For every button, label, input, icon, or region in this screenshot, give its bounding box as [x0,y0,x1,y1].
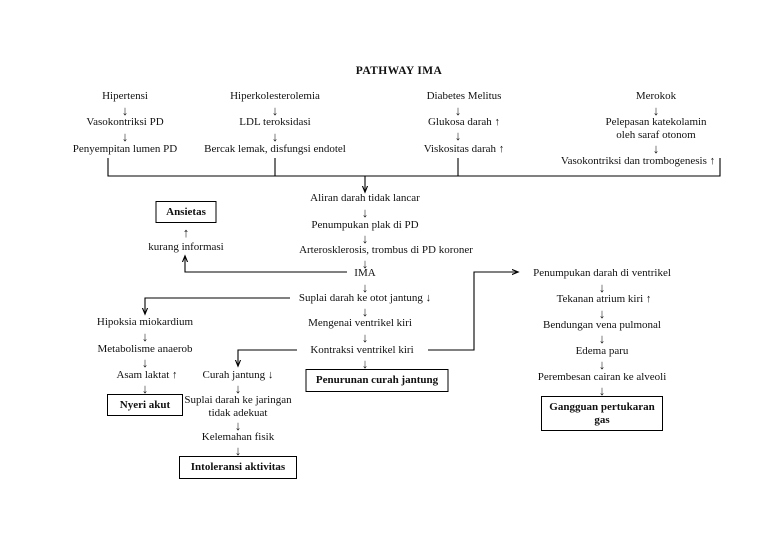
arrow-down-icon: ↓ [598,357,606,372]
node-ima: IMA [354,267,376,279]
node-penyempitan-lumen-pd: Penyempitan lumen PD [72,143,178,155]
arrow-down-icon: ↓ [361,330,369,345]
arrow-down-icon: ↓ [141,355,149,370]
diagnosis-box-penurunan-curah-jantung[interactable]: Penurunan curah jantung [305,369,449,392]
node-hipertensi: Hipertensi [102,90,148,102]
node-bercak-lemak: Bercak lemak, disfungsi endotel [204,143,346,155]
diagnosis-box-intoleransi-aktivitas[interactable]: Intoleransi aktivitas [179,456,297,479]
arrow-down-icon: ↓ [121,103,129,118]
diagnosis-box-gangguan-pertukaran-gas[interactable]: Gangguan pertukaran gas [541,396,663,431]
node-pelepasan-katekolamin-line1: Pelepasan katekolamin [605,116,707,128]
node-bendungan-vena-pulmonal: Bendungan vena pulmonal [543,319,661,331]
node-arterosklerosis: Arterosklerosis, trombus di PD koroner [299,244,473,256]
node-curah-jantung: Curah jantung ↓ [202,369,274,381]
node-hiperkolesterolemia: Hiperkolesterolemia [230,90,320,102]
arrow-down-icon: ↓ [454,128,462,143]
arrow-down-icon: ↓ [454,103,462,118]
node-suplai-darah-otot-jantung: Suplai darah ke otot jantung ↓ [298,292,432,304]
node-kelemahan-fisik: Kelemahan fisik [201,431,275,443]
node-glukosa-darah: Glukosa darah ↑ [427,116,501,128]
arrow-down-icon: ↓ [361,205,369,220]
node-viskositas-darah: Viskositas darah ↑ [423,143,505,155]
arrow-down-icon: ↓ [361,304,369,319]
node-edema-paru: Edema paru [575,345,629,357]
node-vasokontriksi-trombogenesis: Vasokontriksi dan trombogenesis ↑ [560,155,716,167]
node-pelepasan-katekolamin-line2: oleh saraf otonom [616,129,696,141]
arrow-down-icon: ↓ [234,443,242,458]
arrow-down-icon: ↓ [361,256,369,271]
arrow-down-icon: ↓ [271,103,279,118]
arrow-down-icon: ↓ [361,356,369,371]
arrow-down-icon: ↓ [121,129,129,144]
node-kurang-informasi: kurang informasi [148,241,224,253]
arrow-down-icon: ↓ [271,129,279,144]
node-kontraksi-ventrikel-kiri: Kontraksi ventrikel kiri [310,344,414,356]
node-aliran-darah-tidak-lancar: Aliran darah tidak lancar [310,192,420,204]
arrow-down-icon: ↓ [361,280,369,295]
arrow-down-icon: ↓ [652,141,660,156]
node-asam-laktat: Asam laktat ↑ [116,369,178,381]
arrow-down-icon: ↓ [598,280,606,295]
arrow-down-icon: ↓ [598,383,606,398]
node-ldl-teroksidasi: LDL teroksidasi [239,116,311,128]
arrow-down-icon: ↓ [598,306,606,321]
diagnosis-box-ansietas[interactable]: Ansietas [155,201,217,223]
node-vasokontriksi-pd: Vasokontriksi PD [86,116,164,128]
arrow-down-icon: ↓ [361,231,369,246]
node-suplai-jaringan-line1: Suplai darah ke jaringan [184,394,292,406]
arrow-down-icon: ↓ [598,331,606,346]
node-metabolisme-anaerob: Metabolisme anaerob [97,343,193,355]
arrow-down-icon: ↓ [234,381,242,396]
node-hipoksia-miokardium: Hipoksia miokardium [96,316,194,328]
page-title: PATHWAY IMA [355,65,443,77]
node-tekanan-atrium-kiri: Tekanan atrium kiri ↑ [556,293,652,305]
gangguan-line2: gas [594,413,610,426]
arrow-down-icon: ↓ [652,103,660,118]
node-suplai-jaringan-line2: tidak adekuat [208,407,268,419]
node-mengenai-ventrikel-kiri: Mengenai ventrikel kiri [308,317,412,329]
arrow-down-icon: ↓ [234,418,242,433]
diagnosis-box-nyeri-akut[interactable]: Nyeri akut [107,394,183,416]
arrow-down-icon: ↓ [141,381,149,396]
node-penumpukan-darah-ventrikel: Penumpukan darah di ventrikel [533,267,671,279]
node-diabetes-melitus: Diabetes Melitus [426,90,502,102]
gangguan-line1: Gangguan pertukaran [549,400,655,413]
node-merokok: Merokok [635,90,677,102]
arrow-up-icon: ↑ [182,225,190,240]
arrow-down-icon: ↓ [141,329,149,344]
node-penumpukan-plak: Penumpukan plak di PD [311,219,419,231]
node-perembesan-cairan-alveoli: Perembesan cairan ke alveoli [537,371,667,383]
